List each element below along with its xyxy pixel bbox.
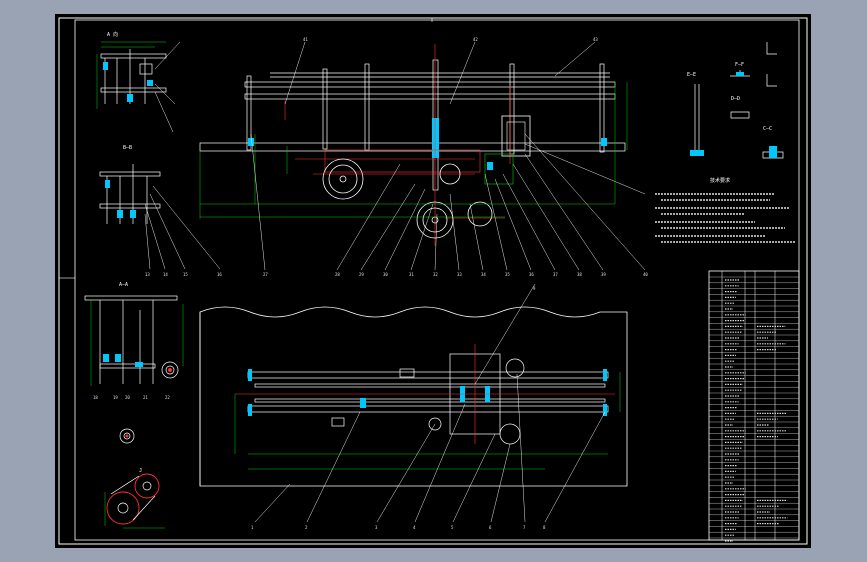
detail-view-bb: B—B 13 14 15 16: [99, 145, 222, 277]
svg-text:2: 2: [305, 525, 308, 530]
svg-text:38: 38: [577, 272, 582, 277]
svg-text:8: 8: [543, 525, 546, 530]
parts-list-table: [708, 270, 800, 542]
drawing-frame: [74, 19, 800, 541]
svg-text:1: 1: [251, 525, 254, 530]
svg-text:37: 37: [553, 272, 558, 277]
svg-text:6: 6: [489, 525, 492, 530]
svg-text:D—D: D—D: [731, 96, 740, 102]
svg-text:43: 43: [593, 37, 598, 42]
svg-text:34: 34: [481, 272, 486, 277]
svg-text:33: 33: [457, 272, 462, 277]
svg-text:36: 36: [529, 272, 534, 277]
svg-text:F—F: F—F: [735, 62, 744, 68]
svg-text:技术要求: 技术要求: [710, 177, 730, 184]
svg-text:16: 16: [217, 272, 222, 277]
svg-text:31: 31: [409, 272, 414, 277]
svg-text:B—B: B—B: [123, 145, 132, 151]
svg-text:29: 29: [359, 272, 364, 277]
svg-text:E—E: E—E: [687, 72, 696, 78]
technical-notes: 技术要求: [655, 177, 795, 243]
svg-text:32: 32: [433, 272, 438, 277]
svg-text:A—A: A—A: [119, 282, 128, 288]
svg-text:14: 14: [163, 272, 168, 277]
svg-text:19: 19: [113, 395, 118, 400]
svg-text:18: 18: [93, 395, 98, 400]
svg-text:J: J: [139, 468, 142, 474]
svg-text:22: 22: [165, 395, 170, 400]
svg-text:9: 9: [533, 286, 536, 291]
svg-text:42: 42: [473, 37, 478, 42]
plan-view: 1 2 3 4 5 6 7 8 9: [199, 283, 628, 530]
svg-text:27: 27: [263, 272, 268, 277]
svg-text:5: 5: [451, 525, 454, 530]
detail-pulley-j: J: [104, 468, 165, 529]
svg-text:4: 4: [413, 525, 416, 530]
svg-text:41: 41: [303, 37, 308, 42]
svg-text:13: 13: [145, 272, 150, 277]
svg-text:35: 35: [505, 272, 510, 277]
main-front-view: 41 42 43 27 28 29 30 31 32 33 34 35 36 37 38 39 40: [199, 37, 648, 277]
svg-text:C—C: C—C: [763, 126, 772, 132]
svg-text:3: 3: [375, 525, 378, 530]
detail-view-aa: A—A 18 19 20 21 22: [84, 282, 184, 444]
svg-text:7: 7: [523, 525, 526, 530]
svg-text:15: 15: [183, 272, 188, 277]
detail-view-a: A 向: [96, 31, 181, 133]
svg-text:A 向: A 向: [107, 31, 118, 38]
svg-text:21: 21: [143, 395, 148, 400]
svg-text:30: 30: [383, 272, 388, 277]
sheet-border: [58, 17, 808, 545]
svg-text:40: 40: [643, 272, 648, 277]
section-details-right: E—E F—F D—D C—C: [687, 42, 784, 159]
svg-text:39: 39: [601, 272, 606, 277]
svg-text:28: 28: [335, 272, 340, 277]
svg-text:20: 20: [125, 395, 130, 400]
